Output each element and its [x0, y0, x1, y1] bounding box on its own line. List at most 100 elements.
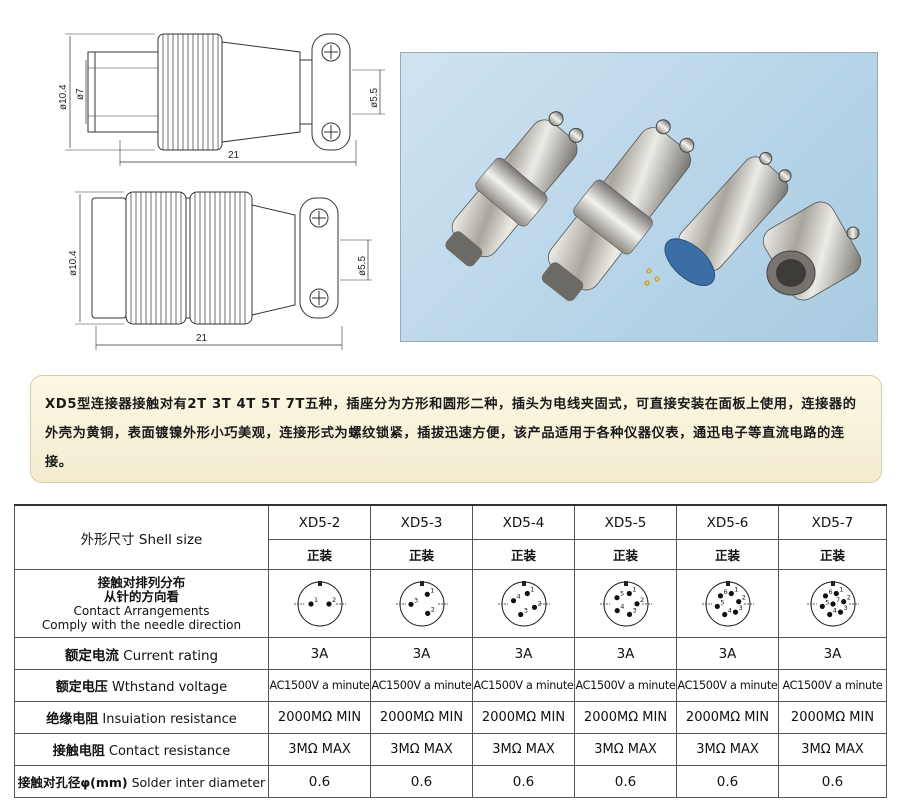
pin-dot [837, 609, 843, 615]
contact-resistance-label: 接触电阻 Contact resistance [14, 733, 269, 766]
value-cell: 3MΩ MAX [472, 733, 575, 766]
value-cell: 2000MΩ MIN [268, 701, 371, 734]
arrangement-label-cn: 接触对排列分布 [97, 574, 186, 590]
mount-cell: 正装 [370, 539, 473, 570]
pin-number: 5 [720, 598, 724, 606]
technical-drawings: ø10.4 ø7 ø5.5 21 ø10.4 ø5.5 21 [58, 33, 385, 350]
pin-number: 1 [632, 585, 636, 593]
value-cell: 0.6 [676, 765, 779, 798]
pin-dot [626, 590, 632, 596]
pin-dot [732, 609, 738, 615]
model-cell: XD5-5 [574, 504, 677, 540]
pin-number: 3 [414, 596, 418, 604]
model-cell: XD5-7 [778, 504, 887, 540]
pin-number: 2 [741, 593, 745, 601]
mount-cell: 正装 [472, 539, 575, 570]
pin-dot [407, 601, 414, 607]
product-photo [400, 52, 878, 342]
value-cell: 2000MΩ MIN [574, 701, 677, 734]
value-cell: 3A [574, 637, 677, 670]
pin-dot [517, 611, 523, 617]
pin-dot [721, 611, 727, 617]
pin-number: 4 [832, 606, 836, 614]
model-cell: XD5-4 [472, 504, 575, 540]
pin-dot [424, 610, 430, 616]
connector-3 [664, 151, 792, 286]
pin-diagram-3: 123 [395, 580, 448, 626]
pin-number: 1 [314, 596, 318, 604]
mount-cell: 正装 [574, 539, 677, 570]
dim-top-length: 21 [228, 150, 240, 161]
mount-cell: 正装 [676, 539, 779, 570]
contact-resistance-label-en: Contact resistance [108, 744, 231, 759]
pin-dot [714, 603, 720, 609]
value-cell: 3A [778, 637, 887, 670]
pin-dot [613, 594, 620, 600]
pin-number: 2 [430, 605, 434, 613]
pin-dot [524, 590, 530, 596]
value-cell: 2000MΩ MIN [472, 701, 575, 734]
pin-number: 4 [727, 606, 731, 614]
current-row: 额定电流 Current rating 3A 3A 3A 3A 3A 3A [14, 637, 887, 670]
description-box: XD5型连接器接触对有2T 3T 4T 5T 7T五种，插座分为方形和圆形二种，… [30, 375, 882, 483]
solder-label: 接触对孔径φ(mm) Solder inter diameter [14, 765, 269, 798]
mount-cell: 正装 [268, 539, 371, 570]
value-cell: 3A [370, 637, 473, 670]
dim-top-small: ø5.5 [369, 88, 380, 108]
connector-4 [762, 201, 862, 301]
pin-number: 1 [530, 585, 534, 593]
value-cell: AC1500V a minute [370, 669, 473, 702]
value-cell: 3MΩ MAX [268, 733, 371, 766]
model-row: 外形尺寸 Shell size XD5-2 XD5-3 XD5-4 XD5-5 … [14, 504, 887, 570]
value-cell: 3A [676, 637, 779, 670]
voltage-label: 额定电压 Wthstand voltage [14, 669, 269, 702]
pin-dot [614, 607, 620, 613]
pin-dot [833, 590, 839, 596]
mount-cell: 正装 [778, 539, 887, 570]
insulation-label-cn: 绝缘电阻 [46, 712, 99, 727]
value-cell: 3MΩ MAX [370, 733, 473, 766]
contact-resistance-label-cn: 接触电阻 [52, 744, 105, 759]
dim-top-outer: ø10.4 [58, 84, 69, 110]
spec-table: 外形尺寸 Shell size XD5-2 XD5-3 XD5-4 XD5-5 … [14, 504, 887, 798]
arrangement-label-en-2: Comply with the needle direction [41, 617, 242, 632]
pin-dot [307, 600, 314, 607]
value-cell: 3A [472, 637, 575, 670]
value-cell: 2000MΩ MIN [676, 701, 779, 734]
value-cell: 0.6 [472, 765, 575, 798]
value-cell: 0.6 [778, 765, 887, 798]
pin-dot [626, 611, 632, 617]
contact-resistance-row: 接触电阻 Contact resistance 3MΩ MAX 3MΩ MAX … [14, 733, 887, 766]
model-cell: XD5-3 [370, 504, 473, 540]
pin-number: 2 [537, 599, 541, 607]
value-cell: 0.6 [574, 765, 677, 798]
pin-number: 3 [632, 606, 636, 614]
current-label-cn: 额定电流 [64, 647, 119, 664]
pin-dot [840, 598, 846, 604]
value-cell: AC1500V a minute [574, 669, 677, 702]
arrangement-label: 接触对排列分布 从针的方向看 Contact Arrangements Comp… [14, 569, 269, 638]
pin-number: 6 [828, 587, 832, 595]
pin-number: 5 [825, 598, 829, 606]
value-cell: 0.6 [268, 765, 371, 798]
value-cell: AC1500V a minute [676, 669, 779, 702]
pin-dot [822, 592, 828, 598]
pin-number: 1 [839, 585, 843, 593]
insulation-label: 绝缘电阻 Insuiation resistance [14, 701, 269, 734]
voltage-label-en: Wthstand voltage [111, 680, 228, 695]
model-cell: XD5-2 [268, 504, 371, 540]
voltage-label-cn: 额定电压 [55, 680, 108, 695]
dim-bottom-outer: ø10.4 [68, 250, 79, 276]
solder-row: 接触对孔径φ(mm) Solder inter diameter 0.6 0.6… [14, 765, 887, 798]
pin-number: 7 [836, 596, 840, 604]
pin-dot [424, 591, 430, 597]
value-cell: AC1500V a minute [778, 669, 887, 702]
pin-dot [717, 592, 723, 598]
pin-number: 6 [723, 587, 727, 595]
